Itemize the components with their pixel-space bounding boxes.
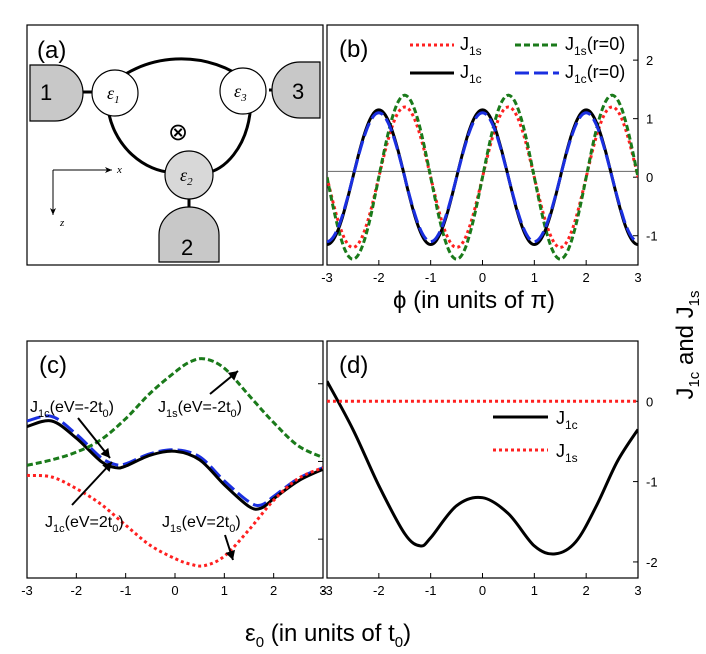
panel-b-chart: -3 -2 -1 0 1 2 3 -1 0 1 2 (b) J1s J1s(r=0) J1c J1c(r=0) [321,24,658,285]
xlabel-cd: ε0 (in units of t0) [245,620,411,651]
series-line [27,419,323,511]
dot-3-symbol: ε3 [234,81,247,104]
panel-label: (c) [39,352,67,379]
annotation-label: J1s(eV=2t0) [162,514,241,535]
x-tick-label: 1 [531,583,538,598]
panel-a-diagram: (a) 1 3 2 ε1 ε3 ε2 ⊗ x z [26,24,324,266]
x-tick-label: -2 [373,270,385,285]
dot-1-symbol: ε1 [107,83,120,106]
lead-3-label: 3 [292,79,304,104]
annotation-arrow [71,461,113,506]
y-tick-label: -1 [646,229,658,244]
series-line [327,380,638,556]
x-tick-label: -2 [71,583,83,598]
panel-c-chart: -3-2-10123-101(c)J1c(eV=-2t0)J1s(eV=-2t0… [21,340,343,598]
y-tick-label: 1 [646,112,653,127]
panel-a-label: (a) [37,37,66,64]
shared-ylabel: J1c and J1s [672,290,703,399]
series-line [27,357,323,467]
x-tick-label: -2 [373,583,385,598]
lead-2 [158,206,220,263]
x-tick-label: -1 [425,583,437,598]
legend-label: J1s [556,441,578,465]
legend-label: J1c [556,408,578,432]
y-tick-label: 0 [646,394,653,409]
plot-frame [326,340,639,579]
plot-frame [326,24,639,266]
legend-label: J1s [460,34,482,58]
x-tick-label: 2 [270,583,277,598]
x-tick-label: -3 [321,270,333,285]
annotation-arrowhead [227,371,238,381]
series-line [27,414,323,507]
x-tick-label: 0 [479,270,486,285]
y-tick-label: 0 [646,170,653,185]
annotation-arrowhead [100,447,110,458]
x-tick-label: -3 [321,583,333,598]
y-tick-label: -1 [646,475,658,490]
x-tick-label: 1 [221,583,228,598]
legend-label: J1c(r=0) [565,62,625,86]
dot-1 [91,69,139,117]
flux-symbol: ⊗ [168,119,188,146]
panel-label: (d) [339,352,368,379]
legend-label: J1c [460,62,482,86]
dot-2 [164,150,214,200]
lead-1 [29,64,84,122]
x-tick-label: 3 [634,583,641,598]
x-tick-label: 2 [583,270,590,285]
series-line [327,93,638,261]
legend-label: J1s(r=0) [565,34,625,58]
x-axis-label: x [116,164,122,176]
series-line [327,108,638,247]
xlabel-b: ϕ (in units of π) [393,287,555,314]
series-line [327,111,638,244]
x-tick-label: -1 [120,583,132,598]
panel-label: (b) [339,36,368,63]
x-tick-label: 0 [171,583,178,598]
series-line [27,466,323,568]
annotation-arrowhead [102,462,112,472]
x-tick-label: 3 [634,270,641,285]
lead-3 [271,61,321,119]
svg-text:J1c and J1s: J1c and J1s [672,290,703,399]
lead-2-label: 2 [181,235,193,260]
z-axis-label: z [59,217,65,229]
x-tick-label: -1 [425,270,437,285]
dot-3 [219,67,267,115]
dot-2-symbol: ε2 [180,165,193,188]
plot-frame [26,340,324,579]
x-tick-label: 2 [583,583,590,598]
x-tick-label: -3 [21,583,33,598]
x-tick-label: 1 [531,270,538,285]
lead-1-label: 1 [40,80,52,105]
x-tick-label: 3 [319,583,326,598]
annotation-label: J1s(eV=-2t0) [158,399,242,420]
annotation-label: J1c(eV=2t0) [45,514,124,535]
y-tick-label: 2 [646,53,653,68]
x-tick-label: 0 [479,583,486,598]
y-tick-label: -2 [646,555,658,570]
annotation-label: J1c(eV=-2t0) [30,399,114,420]
annotation-arrowhead [225,549,236,560]
